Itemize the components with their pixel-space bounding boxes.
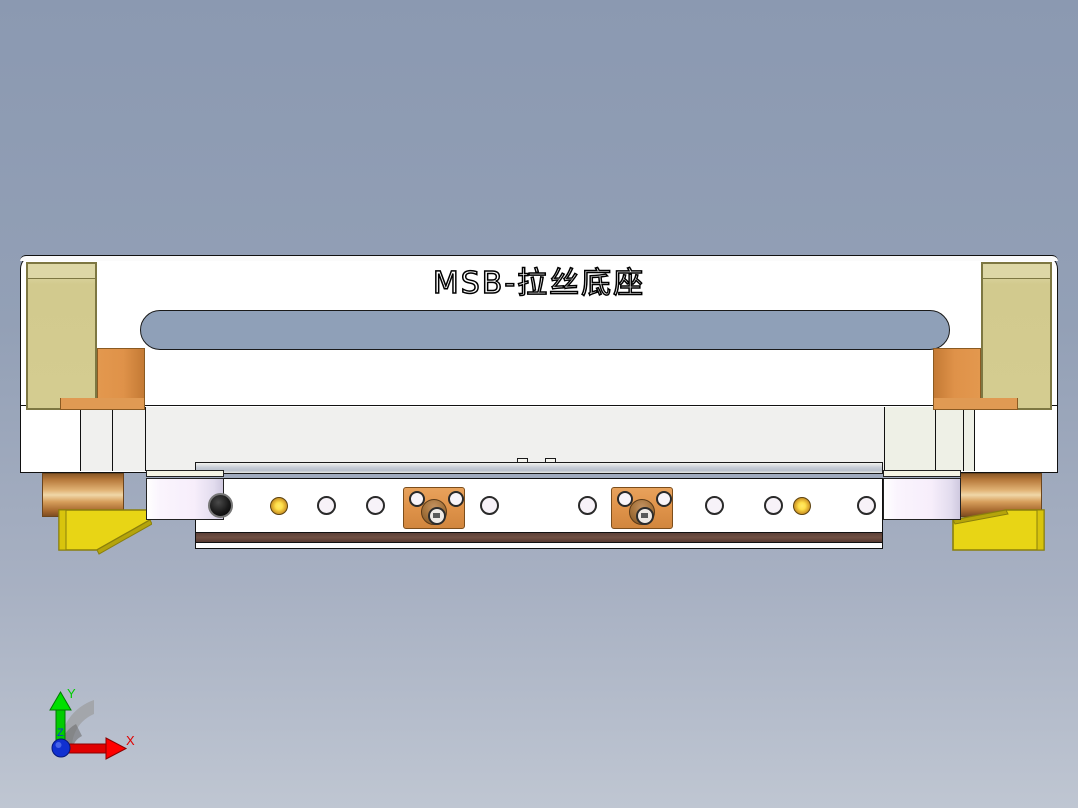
triad-y-arrow	[49, 691, 72, 711]
mount-plate-hex-socket[interactable]	[421, 499, 447, 525]
rail-bolt-hole[interactable]	[578, 496, 597, 515]
khaki-block-top-face	[28, 264, 95, 279]
triad-x-label: X	[126, 733, 135, 748]
axis-triad[interactable]: Y X Z	[44, 684, 140, 768]
hex-socket-inner	[428, 507, 446, 525]
rail-bolt-hole[interactable]	[705, 496, 724, 515]
model-main-body-top-edge	[20, 255, 1058, 261]
model-yellow-wedge-right[interactable]	[951, 508, 1046, 556]
mount-plate-hole[interactable]	[448, 491, 464, 507]
model-center-rail-top[interactable]	[195, 462, 883, 474]
mount-plate-hole[interactable]	[656, 491, 672, 507]
rail-bolt-hole[interactable]	[317, 496, 336, 515]
band-divider	[963, 407, 964, 471]
band-divider	[935, 407, 936, 471]
model-rail-base-strip	[195, 542, 883, 549]
rail-black-plug[interactable]	[208, 493, 233, 518]
model-oval-slot[interactable]	[140, 310, 950, 350]
triad-origin-sphere	[51, 738, 71, 758]
model-orange-bracket-cap-left	[60, 398, 145, 410]
model-lavender-cap-left	[146, 470, 224, 477]
khaki-block-top-face	[983, 264, 1050, 279]
triad-x-arrow	[105, 737, 128, 760]
hex-socket-glyph	[433, 513, 440, 518]
rail-bolt-hole[interactable]	[764, 496, 783, 515]
rail-bolt-hole[interactable]	[480, 496, 499, 515]
hex-socket-glyph	[641, 513, 648, 518]
model-lavender-block-right[interactable]	[883, 478, 961, 520]
rail-bolt-hole[interactable]	[366, 496, 385, 515]
hex-socket-inner	[636, 507, 654, 525]
model-rail-bottom-strip	[195, 533, 883, 542]
band-divider	[112, 407, 113, 471]
mount-plate-hole[interactable]	[409, 491, 425, 507]
rail-gold-bushing[interactable]	[270, 497, 288, 515]
model-title: MSB-拉丝底座	[432, 265, 646, 302]
mount-plate-hole[interactable]	[617, 491, 633, 507]
mount-plate-hex-socket[interactable]	[629, 499, 655, 525]
triad-z-label: Z	[57, 727, 64, 739]
model-lavender-cap-right	[883, 470, 961, 477]
model-orange-bracket-cap-right	[933, 398, 1018, 410]
rail-gold-bushing[interactable]	[793, 497, 811, 515]
triad-y-label: Y	[67, 686, 76, 701]
model-yellow-wedge-left[interactable]	[57, 508, 153, 556]
model-lower-band-face	[80, 407, 885, 471]
triad-origin-highlight	[55, 742, 62, 748]
rail-bolt-hole[interactable]	[857, 496, 876, 515]
band-divider	[145, 407, 146, 471]
model-lower-band-face-right	[885, 407, 975, 471]
model-khaki-block-right[interactable]	[981, 262, 1052, 410]
model-khaki-block-left[interactable]	[26, 262, 97, 410]
